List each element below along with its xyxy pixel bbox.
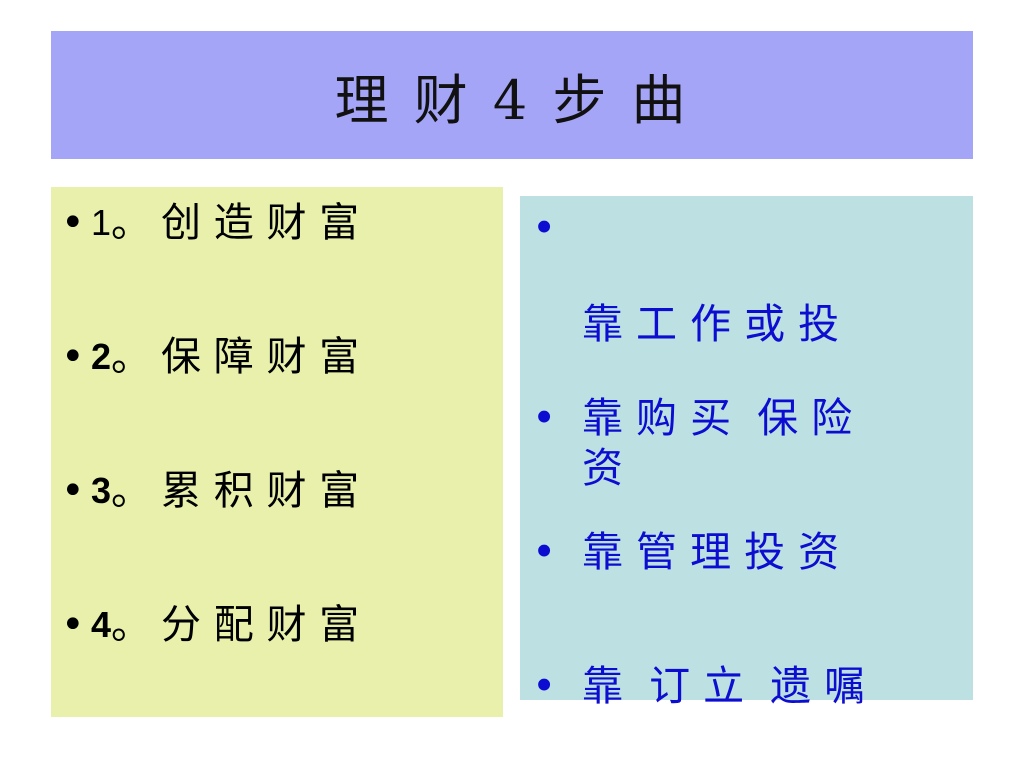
steps-panel: • 1。创 造 财 富 • 2。保 障 财 富 • 3。累 积 财 富 • 4。… (51, 187, 503, 717)
method-item-4: • 靠 订 立 遗 嘱 (532, 662, 865, 710)
methods-panel: • 靠 工 作 或 投 资 • 靠 购 买 保 险 • 靠 管 理 投 资 • … (520, 196, 973, 710)
method-text: 靠 管 理 投 资 (582, 528, 840, 576)
step-number: 2 (91, 336, 112, 377)
bullet-icon: • (61, 334, 85, 380)
title-bar: 理 财 4 步 曲 (51, 31, 973, 159)
step-text: 创 造 财 富 (161, 200, 360, 246)
method-item-3: • 靠 管 理 投 资 (532, 528, 839, 576)
method-text: 靠 订 立 遗 嘱 (582, 662, 866, 710)
slide-title: 理 财 4 步 曲 (334, 68, 690, 132)
method-item-2: • 靠 购 买 保 险 (532, 394, 852, 442)
bullet-icon: • (61, 468, 85, 514)
bullet-icon: • (532, 662, 557, 710)
method-text-line1: 靠 工 作 或 投 (582, 300, 840, 348)
step-separator: 。 (111, 334, 152, 380)
step-item-3: • 3。累 积 财 富 (61, 467, 359, 515)
step-item-4: • 4。分 配 财 富 (61, 601, 359, 649)
step-separator: 。 (111, 468, 152, 514)
step-number: 4 (91, 604, 112, 645)
method-item-1: • 靠 工 作 或 投 资 (532, 204, 839, 588)
step-number: 1 (91, 202, 112, 243)
bullet-icon: • (532, 204, 557, 252)
step-separator: 。 (111, 602, 152, 648)
step-number: 3 (91, 470, 112, 511)
method-text: 靠 购 买 保 险 (582, 394, 853, 442)
bullet-icon: • (532, 394, 557, 442)
step-text: 保 障 财 富 (161, 334, 360, 380)
step-text: 累 积 财 富 (161, 468, 360, 514)
step-item-1: • 1。创 造 财 富 (61, 199, 359, 247)
bullet-icon: • (61, 200, 85, 246)
bullet-icon: • (61, 602, 85, 648)
method-text: 靠 工 作 或 投 资 (562, 204, 839, 588)
step-text: 分 配 财 富 (161, 602, 360, 648)
bullet-icon: • (532, 528, 557, 576)
method-text-line2: 资 (582, 444, 623, 492)
step-item-2: • 2。保 障 财 富 (61, 333, 359, 381)
step-separator: 。 (111, 200, 152, 246)
